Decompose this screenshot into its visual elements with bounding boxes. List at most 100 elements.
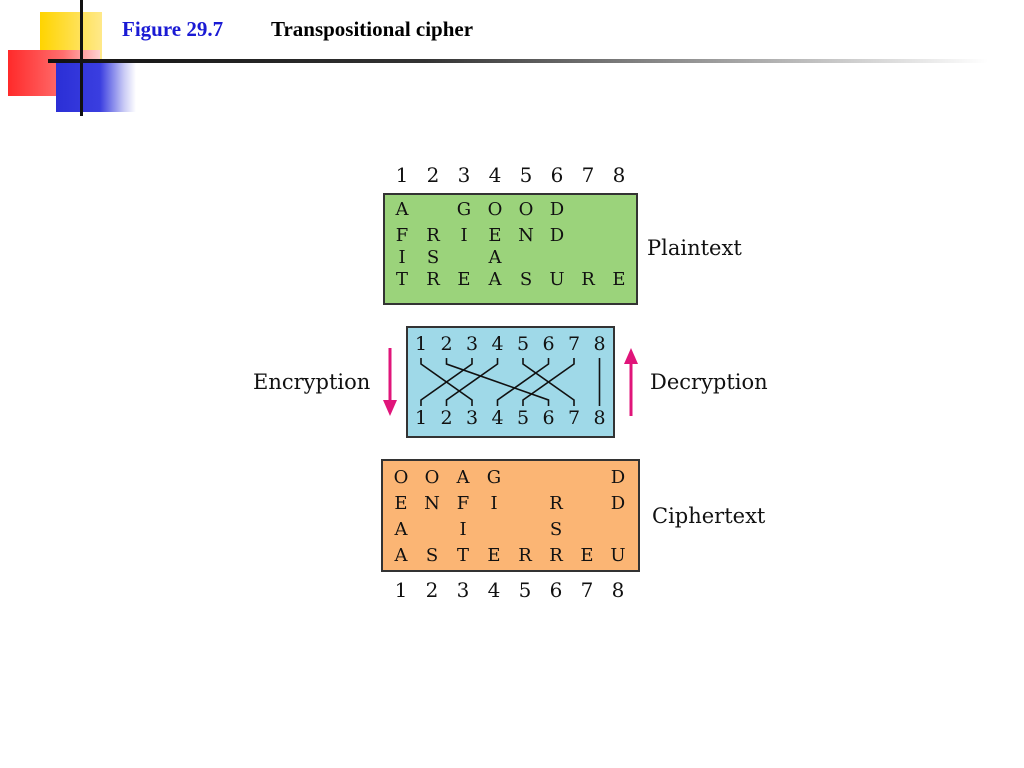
column-number: 6: [549, 578, 563, 602]
ciphertext-letter: S: [425, 545, 439, 566]
ciphertext-letter: E: [487, 545, 501, 566]
ciphertext-letter: R: [518, 545, 532, 566]
plaintext-letter: U: [549, 269, 565, 290]
key-number: 5: [516, 407, 530, 429]
key-number: 7: [567, 333, 581, 355]
ciphertext-letter: E: [580, 545, 594, 566]
ciphertext-letter: R: [549, 493, 563, 514]
decryption-label: Decryption: [650, 370, 768, 394]
encryption-label: Encryption: [253, 370, 371, 394]
plaintext-letter: G: [456, 199, 472, 220]
column-number: 3: [456, 578, 470, 602]
plaintext-label: Plaintext: [647, 236, 742, 260]
key-number: 3: [465, 407, 479, 429]
plaintext-letter: O: [518, 199, 534, 220]
plaintext-letter: N: [518, 225, 534, 246]
plaintext-letter: A: [395, 199, 409, 220]
key-number: 5: [516, 333, 530, 355]
key-number: 6: [542, 333, 555, 355]
key-mapping-line: [522, 358, 575, 406]
ciphertext-letter: O: [393, 467, 409, 488]
plaintext-letter: E: [612, 269, 626, 290]
column-number: 7: [581, 163, 595, 187]
key-mapping-line: [420, 358, 473, 406]
column-number: 7: [580, 578, 594, 602]
key-number: 7: [567, 407, 581, 429]
header-decoration-blue: [56, 60, 136, 112]
ciphertext-letter: I: [490, 493, 498, 514]
plaintext-letter: T: [395, 269, 408, 290]
plaintext-letter: I: [398, 247, 406, 268]
column-number: 5: [519, 163, 533, 187]
ciphertext-letter: F: [456, 493, 470, 514]
figure-title: Transpositional cipher: [271, 17, 474, 41]
ciphertext-letter: U: [610, 545, 626, 566]
key-number: 8: [593, 407, 606, 429]
ciphertext-letter: R: [549, 545, 563, 566]
ciphertext-letter: I: [459, 519, 467, 540]
column-number: 1: [394, 578, 408, 602]
plaintext-letter: I: [460, 225, 468, 246]
column-number: 8: [612, 163, 626, 187]
column-number: 2: [426, 163, 440, 187]
key-number: 8: [593, 333, 606, 355]
plaintext-letter: E: [488, 225, 502, 246]
header-horizontal-rule: [48, 59, 988, 63]
ciphertext-letter: A: [394, 545, 408, 566]
key-number: 2: [440, 407, 453, 429]
column-number: 2: [425, 578, 439, 602]
key-number: 4: [491, 333, 504, 355]
ciphertext-letter: G: [486, 467, 502, 488]
key-number: 4: [491, 407, 504, 429]
plaintext-letter: D: [549, 225, 565, 246]
plaintext-letter: S: [519, 269, 533, 290]
column-number: 6: [550, 163, 564, 187]
plaintext-letter: R: [581, 269, 595, 290]
ciphertext-letter: N: [424, 493, 440, 514]
header-vertical-rule: [80, 0, 83, 116]
plaintext-letter: R: [426, 225, 440, 246]
ciphertext-letter: S: [549, 519, 563, 540]
ciphertext-letter: T: [456, 545, 469, 566]
column-number: 4: [487, 578, 501, 602]
column-number: 5: [518, 578, 532, 602]
column-number: 3: [457, 163, 471, 187]
key-number: 3: [465, 333, 479, 355]
plaintext-letter: A: [488, 269, 502, 290]
key-mapping-line: [445, 358, 550, 406]
plaintext-letter: F: [395, 225, 409, 246]
figure-number: Figure 29.7: [122, 17, 224, 41]
decryption-arrow-icon: [624, 348, 638, 416]
key-permutation-lines: [420, 358, 601, 406]
plaintext-letter: S: [426, 247, 440, 268]
key-mapping-line: [445, 358, 499, 406]
column-number: 1: [395, 163, 409, 187]
key-mapping-line: [496, 358, 550, 406]
column-number: 8: [611, 578, 625, 602]
plaintext-letter: R: [426, 269, 440, 290]
key-number: 6: [542, 407, 555, 429]
ciphertext-letter: E: [394, 493, 408, 514]
column-number: 4: [488, 163, 502, 187]
plaintext-letter: O: [487, 199, 503, 220]
plaintext-letter: A: [488, 247, 502, 268]
ciphertext-letter: A: [456, 467, 470, 488]
ciphertext-letter: A: [394, 519, 408, 540]
encryption-arrow-icon: [383, 348, 397, 416]
key-number: 1: [414, 407, 428, 429]
plaintext-letter: E: [457, 269, 471, 290]
ciphertext-label: Ciphertext: [652, 504, 766, 528]
ciphertext-letter: D: [610, 493, 626, 514]
plaintext-letter: D: [549, 199, 565, 220]
key-number: 2: [440, 333, 453, 355]
ciphertext-letter: O: [424, 467, 440, 488]
key-number: 1: [414, 333, 428, 355]
